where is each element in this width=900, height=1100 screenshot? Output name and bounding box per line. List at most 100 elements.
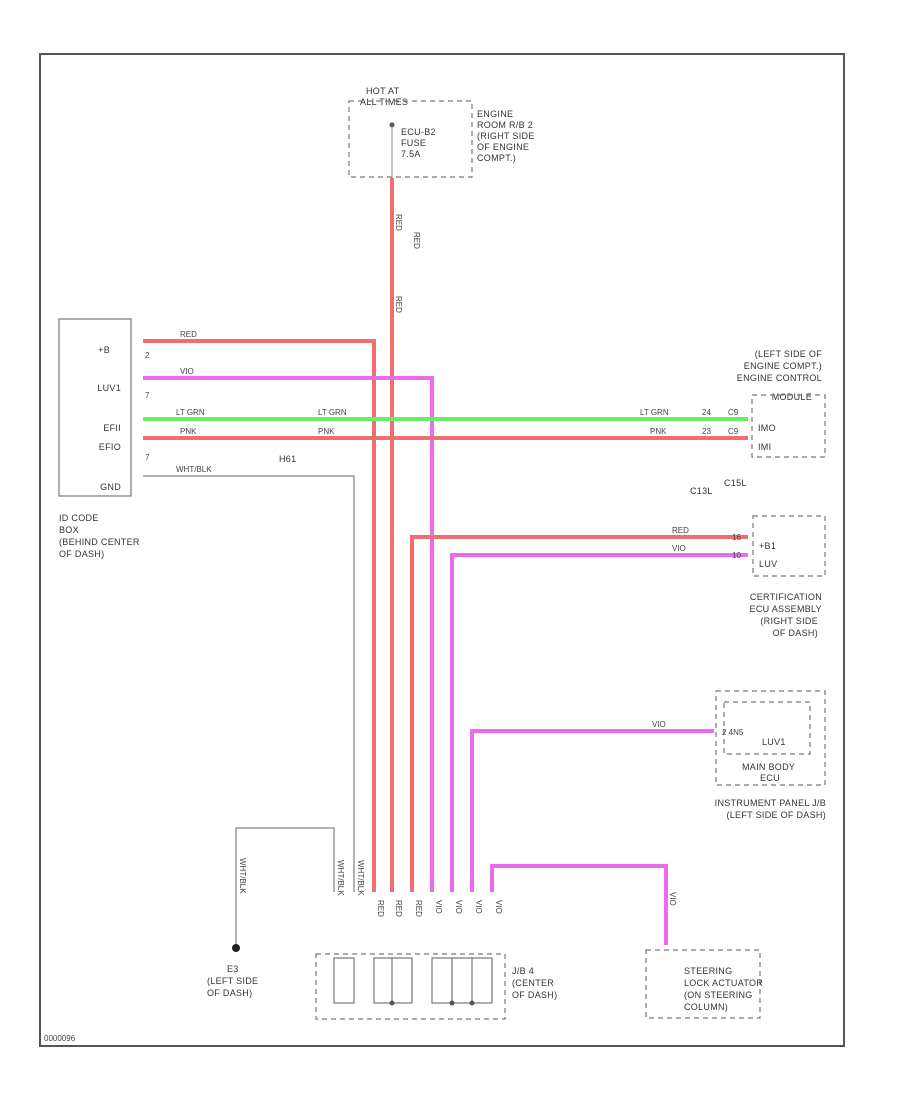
- jb4-bus-1: [333, 957, 355, 1004]
- ground-e3: WHT/BLK E3 (LEFT SIDE OF DASH): [207, 858, 258, 998]
- wire-label-efii-2: LT GRN: [318, 408, 347, 417]
- ipjb-outer-box: [715, 690, 826, 786]
- wire-label-ground: WHT/BLK: [238, 858, 247, 894]
- wire-label-efio-1: PNK: [180, 427, 197, 436]
- jb4-box: [315, 953, 506, 1020]
- diagram-frame: [39, 53, 845, 1047]
- id-pin-num-3: 7: [145, 453, 150, 462]
- id-pin-efio: EFIO: [99, 442, 121, 452]
- jb4-caption-3: OF DASH): [512, 990, 557, 1000]
- steering-caption-1: STEERING: [684, 966, 732, 976]
- ecm-pin-imi: IMI: [758, 442, 771, 452]
- steering-lock: STEERING LOCK ACTUATOR (ON STEERING COLU…: [645, 949, 763, 1019]
- junction-connector-label: H61: [279, 454, 296, 464]
- id-pin-efii: EFII: [103, 423, 121, 433]
- wire-label-efio-2: PNK: [318, 427, 335, 436]
- wire-gnd: [143, 475, 355, 892]
- wire-idbox-red: [143, 339, 376, 892]
- id-code-box: +B LUV1 EFII EFIO GND 2 7 7 ID CODE BOX …: [58, 318, 150, 559]
- ipjb-inner-box: [723, 701, 811, 755]
- jb4-splice-1: [389, 1000, 395, 1006]
- ipjb-caption-2: (LEFT SIDE OF DASH): [726, 810, 826, 820]
- id-box-frame: [58, 318, 132, 497]
- jb4-label-4: RED: [394, 900, 403, 917]
- fuse-box: [348, 100, 473, 178]
- wire-label-gnd: WHT/BLK: [176, 465, 212, 474]
- wire-cert-vio: [450, 553, 748, 892]
- cert-pin-b1: +B1: [759, 541, 776, 551]
- steer-wire-label: VIO: [668, 892, 677, 906]
- jb4-caption-1: J/B 4: [512, 966, 534, 976]
- wire-ground: [235, 827, 335, 946]
- wire-label-efii-1: LT GRN: [176, 408, 205, 417]
- fuse-location-5: COMPT.): [477, 153, 516, 163]
- ecm-pin-imo: IMO: [758, 423, 776, 433]
- wire-label-ecm-pnk: PNK: [650, 427, 667, 436]
- wire-ipjb-vio: [470, 729, 714, 892]
- fuse-location-1: ENGINE: [477, 109, 513, 119]
- jb4-splice-3: [469, 1000, 475, 1006]
- fuse-name: ECU-B2: [401, 127, 436, 137]
- ecm-conn-code-2: C15L: [724, 478, 747, 488]
- wire-label-idbox-vio: VIO: [180, 367, 194, 376]
- fuse-location-3: (RIGHT SIDE: [477, 131, 535, 141]
- wire-label-cert-red: RED: [672, 526, 689, 535]
- fuse-label: FUSE: [401, 138, 426, 148]
- ecm-caption-4: MODULE: [772, 392, 812, 402]
- ground-point-icon: [232, 944, 240, 952]
- wire-label-ecm-grn: LT GRN: [640, 408, 669, 417]
- jb4-bus-3: [431, 957, 493, 1004]
- jb4-label-7: VIO: [454, 900, 463, 914]
- cert-ecu: +B1 LUV 16 10 CERTIFICATION ECU ASSEMBLY…: [732, 515, 826, 638]
- steering-caption-2: LOCK ACTUATOR: [684, 978, 763, 988]
- ground-caption-2: OF DASH): [207, 988, 252, 998]
- wire-label-ipjb-vio: VIO: [652, 720, 666, 729]
- jb4-label-3: RED: [376, 900, 385, 917]
- id-pin-gnd: GND: [100, 482, 121, 492]
- cert-pin-luv: LUV: [759, 559, 777, 569]
- cert-caption-4: OF DASH): [773, 628, 818, 638]
- id-pin-luv1: LUV1: [97, 383, 121, 393]
- jb4-splice-2: [449, 1000, 455, 1006]
- cert-pin-num-2: 10: [732, 551, 741, 560]
- ecm-caption-2: ENGINE COMPT.): [744, 361, 822, 371]
- id-caption-1: ID CODE: [59, 513, 99, 523]
- id-caption-3: (BEHIND CENTER: [59, 537, 140, 547]
- jb4: J/B 4 (CENTER OF DASH): [315, 953, 557, 1020]
- jb4-wire-labels: WHT/BLK WHT/BLK RED RED RED VIO VIO VIO …: [336, 860, 677, 917]
- steering-caption-3: (ON STEERING: [684, 990, 753, 1000]
- id-caption-2: BOX: [59, 525, 79, 535]
- jb4-label-6: VIO: [434, 900, 443, 914]
- fuse-rating: 7.5A: [401, 149, 421, 159]
- cert-caption-1: CERTIFICATION: [750, 592, 822, 602]
- jb4-label-8: VIO: [474, 900, 483, 914]
- wire-label-idbox-red: RED: [180, 330, 197, 339]
- footer-code: 0000096: [44, 1034, 76, 1043]
- fuse-block: HOT AT ALL TIMES ECU-B2 FUSE 7.5A ENGINE…: [348, 86, 535, 178]
- cert-caption-3: (RIGHT SIDE: [760, 616, 818, 626]
- ipjb-inner-label: MAIN BODY: [742, 762, 795, 772]
- ipjb-connector: 2 4N5: [722, 728, 744, 737]
- wire-steer-vio: [490, 864, 668, 945]
- hot-label-2: ALL TIMES: [360, 97, 408, 107]
- jb4-label-1: WHT/BLK: [336, 860, 345, 896]
- ecm-caption-1: (LEFT SIDE OF: [755, 349, 822, 359]
- steering-box: [645, 949, 761, 1019]
- ipjb-pin-luv1: LUV1: [762, 737, 786, 747]
- id-pin-num-1: 2: [145, 351, 150, 360]
- jb4-label-2: WHT/BLK: [356, 860, 365, 896]
- jb4-caption-2: (CENTER: [512, 978, 554, 988]
- wire-label-fuse-red-2: RED: [412, 232, 421, 249]
- wire-cert-red: [410, 535, 748, 892]
- ecm-caption-3: ENGINE CONTROL: [737, 373, 822, 383]
- ecm-conn-2: C9: [728, 427, 739, 436]
- jb4-label-9: VIO: [494, 900, 503, 914]
- jb4-label-5: RED: [414, 900, 423, 917]
- wire-label-fuse-red-3: RED: [394, 296, 403, 313]
- ipjb-caption-1: INSTRUMENT PANEL J/B: [715, 798, 826, 808]
- cert-pin-num-1: 16: [732, 533, 741, 542]
- fuse-location-2: ROOM R/B 2: [477, 120, 533, 130]
- cert-caption-2: ECU ASSEMBLY: [750, 604, 822, 614]
- ipjb-inner-label-2: ECU: [760, 773, 780, 783]
